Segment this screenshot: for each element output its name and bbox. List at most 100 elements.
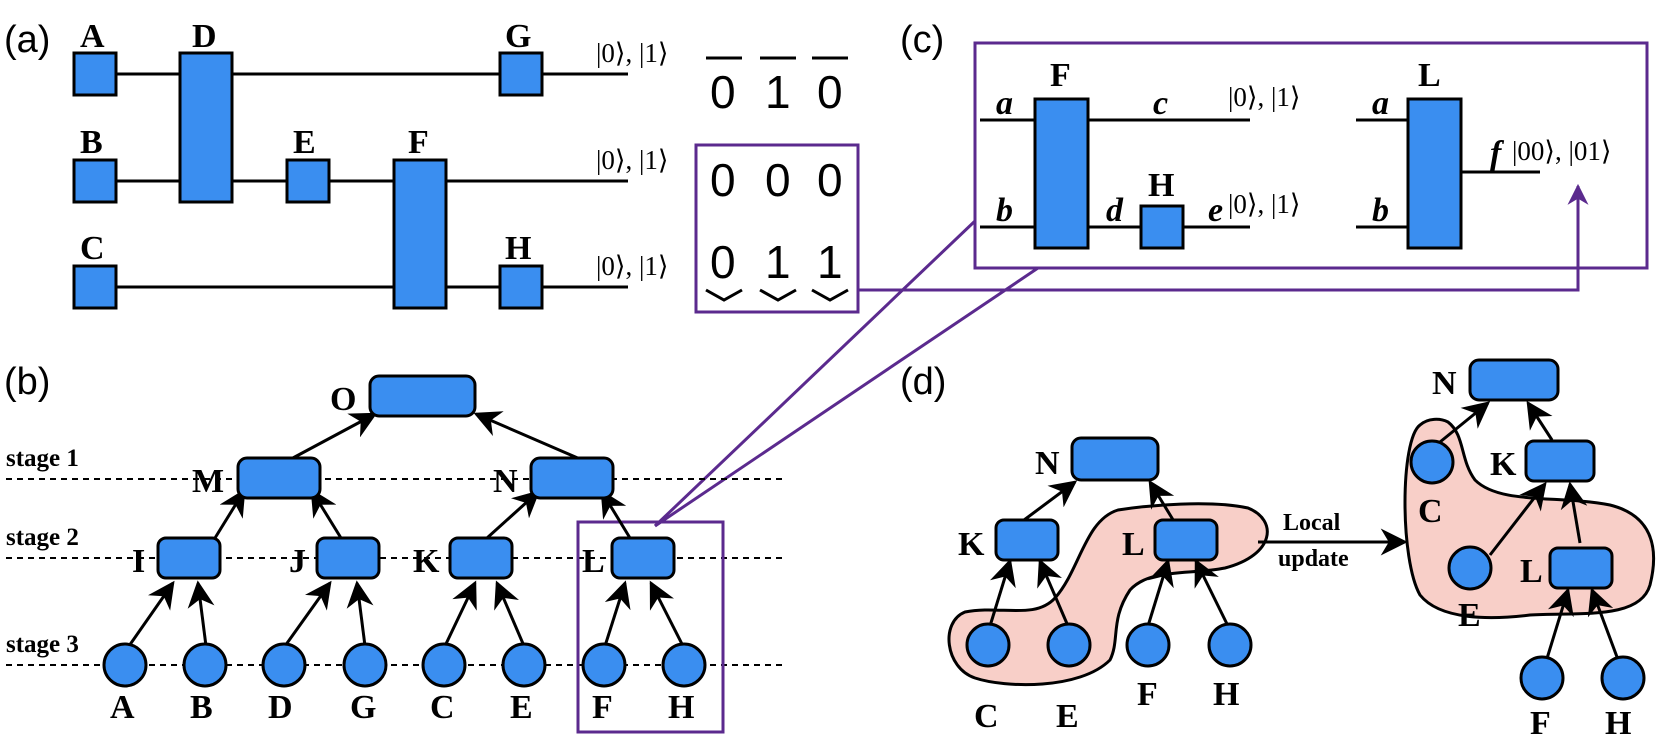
panel-b: (b) stage 1 stage 2 stage 3 — [4, 361, 782, 734]
wire-label-f: f — [1490, 135, 1505, 172]
leaf-F — [581, 642, 627, 688]
tree-b-edges — [127, 411, 685, 647]
edge-C-K — [443, 580, 477, 647]
leaf-B-label: B — [190, 689, 213, 726]
leaf-E — [501, 642, 547, 688]
node-d2-E-label: E — [1458, 597, 1481, 634]
node-J — [315, 536, 381, 580]
output-1: |0⟩, |1⟩ — [596, 38, 668, 68]
leaf-C-label: C — [430, 689, 455, 726]
wire-label-b2: b — [1372, 192, 1389, 229]
bit-top-1: 0 — [710, 66, 736, 118]
node-d2-K — [1524, 439, 1596, 483]
edge-d2-H-L — [1587, 587, 1622, 666]
edge-N-O — [473, 411, 581, 461]
node-L-label: L — [582, 543, 605, 580]
bits-highlight-box — [694, 143, 860, 314]
node-d2-N-label: N — [1432, 365, 1457, 402]
subtree-highlight-box — [576, 520, 725, 734]
gate-label-H: H — [505, 230, 531, 267]
leaf-E-label: E — [510, 689, 533, 726]
edge-d-E-K — [1037, 558, 1070, 627]
node-d-L-label: L — [1122, 526, 1145, 563]
node-O-label: O — [330, 381, 356, 418]
edge-F-L — [603, 580, 631, 647]
output-3: |0⟩, |1⟩ — [596, 251, 668, 281]
gate-label-F: F — [408, 124, 429, 161]
edge-d-C-K — [988, 558, 1016, 627]
node-d-N-label: N — [1035, 445, 1060, 482]
bit-bot-1: 0 — [710, 236, 736, 288]
leaf-H — [661, 642, 707, 688]
edge-G-J — [346, 580, 374, 647]
node-d2-L-label: L — [1520, 553, 1543, 590]
panel-b-label: (b) — [4, 361, 50, 403]
edge-d2-K-N — [1526, 400, 1554, 441]
node-M-label: M — [192, 463, 224, 500]
panel-d-label: (d) — [900, 361, 946, 403]
node-d-K — [994, 518, 1060, 562]
edge-J-M — [310, 488, 343, 539]
leaf-d2-H-label: H — [1605, 705, 1631, 742]
wire-label-b: b — [996, 192, 1013, 229]
gate-A — [72, 51, 118, 97]
gate-label-A: A — [80, 18, 105, 55]
node-N-label: N — [493, 463, 518, 500]
leaf-d2-H — [1600, 655, 1646, 701]
edge-d-L-N — [1148, 479, 1177, 524]
gate-D — [178, 51, 234, 204]
output-e: |0⟩, |1⟩ — [1228, 189, 1300, 219]
leaf-d-F — [1125, 622, 1171, 668]
zoom-line-2 — [654, 266, 1039, 528]
underbrace-1 — [705, 288, 743, 302]
node-d2-C-label: C — [1418, 493, 1443, 530]
gate-label-C: C — [80, 230, 105, 267]
gate-c-F-label: F — [1050, 57, 1071, 94]
edge-M-O — [290, 412, 378, 461]
leaf-d-E — [1046, 622, 1092, 668]
panel-c-frame — [973, 41, 1649, 270]
leaf-B — [182, 642, 228, 688]
leaf-d-C — [965, 622, 1011, 668]
edge-d-K-N — [1019, 480, 1078, 525]
connector-a-to-c — [858, 183, 1589, 292]
wire-label-a2: a — [1372, 85, 1389, 122]
leaf-d2-F-label: F — [1530, 705, 1551, 742]
gate-G — [498, 51, 544, 97]
bit-mid-1: 0 — [710, 154, 736, 206]
underbrace-2 — [759, 288, 797, 302]
leaf-d-C-label: C — [974, 698, 999, 735]
edge-B-I — [187, 580, 215, 647]
node-N — [529, 456, 615, 500]
edge-D-J — [283, 580, 332, 647]
panel-a: (a) A B C D E F G H |0⟩, |1⟩ |0⟩, |1⟩ |0… — [4, 18, 1589, 314]
node-K-label: K — [413, 543, 440, 580]
edge-d2-C-N — [1439, 401, 1491, 444]
leaf-G-label: G — [350, 689, 376, 726]
gate-E — [285, 158, 331, 204]
node-J-label: J — [289, 543, 306, 580]
wire-label-c: c — [1153, 85, 1168, 122]
gate-label-E: E — [293, 124, 316, 161]
node-I-label: I — [132, 543, 145, 580]
node-O — [368, 374, 477, 418]
node-d2-N — [1468, 358, 1560, 402]
gate-H — [498, 264, 544, 310]
zoom-line-1 — [653, 219, 977, 528]
gate-c-L — [1406, 97, 1463, 250]
node-d2-K-label: K — [1490, 446, 1517, 483]
node-d-L — [1153, 518, 1219, 562]
leaf-C — [421, 642, 467, 688]
stage-3-label: stage 3 — [6, 631, 79, 658]
gate-C — [72, 264, 118, 310]
edge-E-K — [494, 580, 526, 647]
gate-c-L-label: L — [1418, 57, 1441, 94]
bit-mid-3: 0 — [817, 154, 843, 206]
bit-top-2: 1 — [765, 66, 791, 118]
node-d2-L — [1548, 546, 1614, 590]
edge-d2-F-L — [1543, 587, 1574, 666]
leaf-d-H-label: H — [1213, 676, 1239, 713]
panel-d: (d) N K L C E F H Local update — [900, 358, 1656, 742]
gate-c-H-label: H — [1148, 167, 1174, 204]
